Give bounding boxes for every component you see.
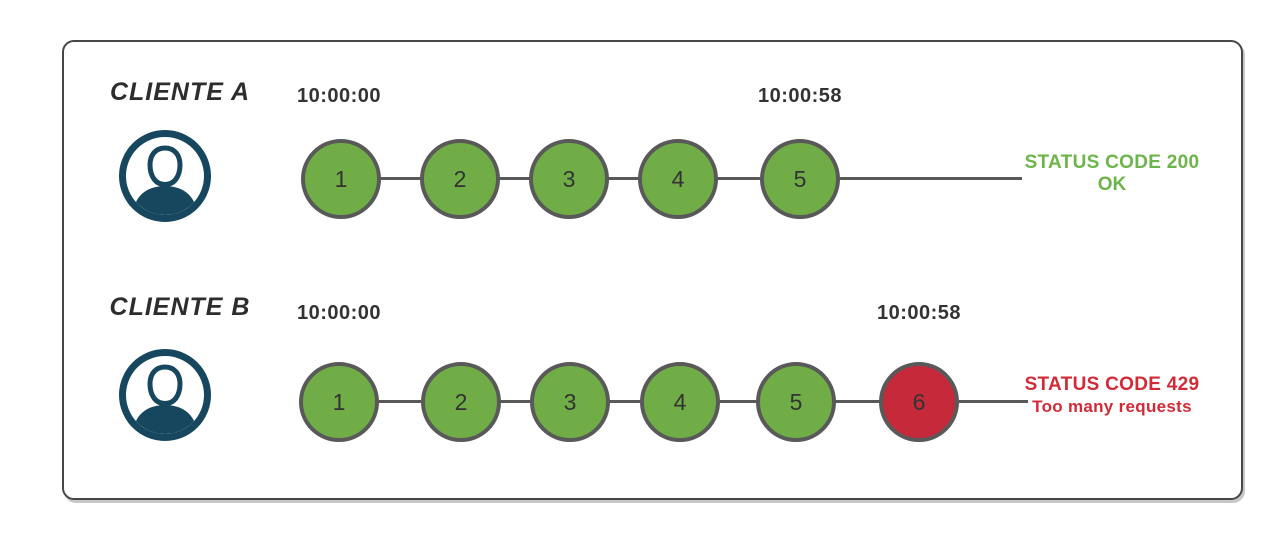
- client-a-label: CLIENTE A: [109, 78, 251, 106]
- status-code-b: STATUS CODE 429: [1024, 374, 1200, 395]
- status-message-a: OK: [1097, 174, 1127, 195]
- request-circle: 2: [421, 362, 501, 442]
- timestamp-start-a: 10:00:00: [296, 85, 382, 107]
- request-circle: 3: [530, 362, 610, 442]
- user-icon: [117, 128, 213, 224]
- request-circle-blocked: 6: [879, 362, 959, 442]
- status-b: STATUS CODE 429 Too many requests: [1024, 374, 1200, 418]
- request-circle: 2: [420, 139, 500, 219]
- request-circle: 3: [529, 139, 609, 219]
- request-circle: 5: [760, 139, 840, 219]
- request-circle: 4: [638, 139, 718, 219]
- request-circle: 5: [756, 362, 836, 442]
- user-icon: [117, 347, 213, 443]
- status-code-a: STATUS CODE 200: [1024, 152, 1200, 173]
- client-b-label: CLIENTE B: [109, 293, 251, 321]
- timestamp-start-b: 10:00:00: [296, 302, 382, 324]
- request-circle: 1: [301, 139, 381, 219]
- timestamp-end-a: 10:00:58: [757, 85, 843, 107]
- status-a: STATUS CODE 200 OK: [1024, 152, 1200, 196]
- request-circle: 4: [640, 362, 720, 442]
- request-circle: 1: [299, 362, 379, 442]
- timestamp-end-b: 10:00:58: [876, 302, 962, 324]
- status-message-b: Too many requests: [1032, 397, 1192, 416]
